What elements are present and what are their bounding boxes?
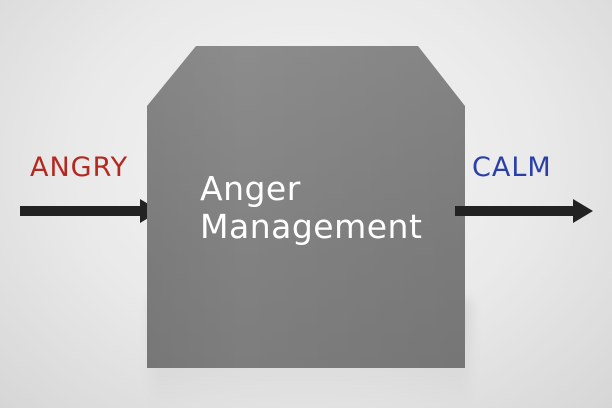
input-arrow	[20, 199, 160, 223]
output-arrow	[455, 199, 593, 223]
process-label: Anger Management	[200, 169, 423, 246]
process-box	[147, 46, 465, 368]
process-box-shading	[147, 46, 465, 368]
output-label: CALM	[472, 152, 552, 183]
input-label: ANGRY	[30, 152, 129, 183]
